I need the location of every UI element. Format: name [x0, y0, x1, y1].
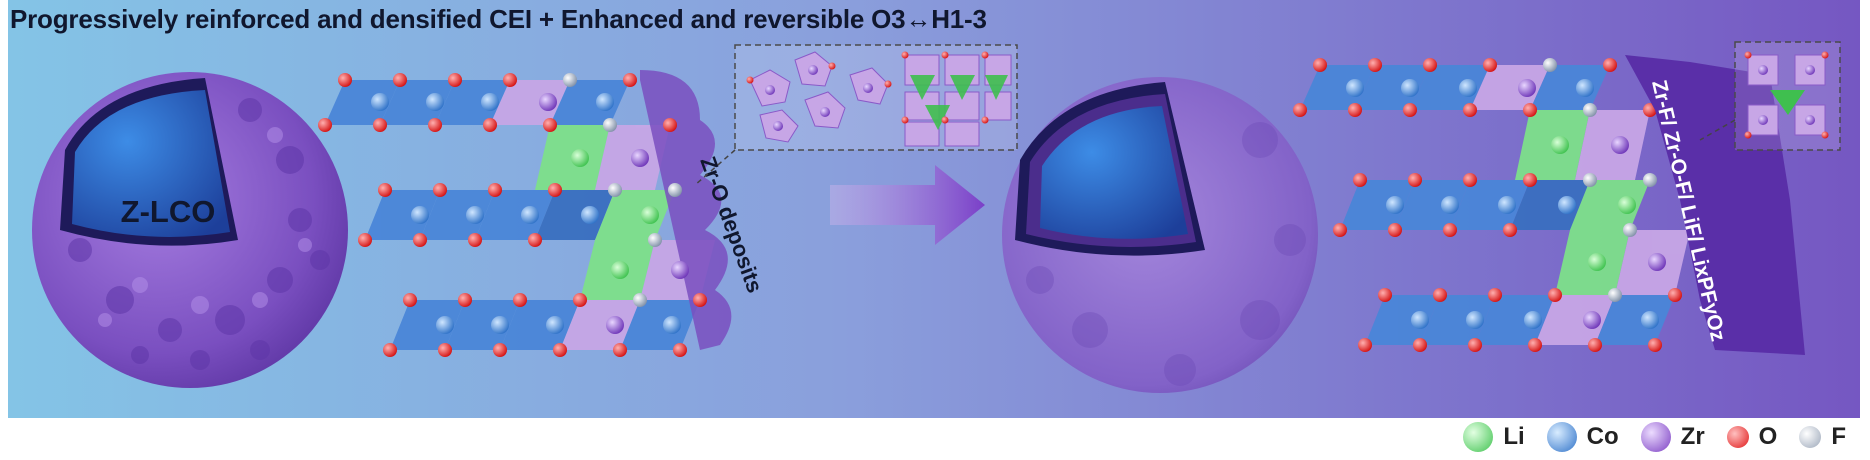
- transition-arrow: [830, 165, 985, 245]
- legend-label-f: F: [1831, 423, 1846, 450]
- atom-legend: Li Co Zr O F: [1463, 422, 1846, 452]
- legend-item-zr: Zr: [1640, 422, 1705, 452]
- li-atom-icon: [1463, 422, 1494, 452]
- inset-structure-left: [734, 44, 1018, 151]
- legend-item-co: Co: [1546, 422, 1619, 452]
- legend-item-f: F: [1799, 423, 1846, 451]
- left-lattice: [318, 70, 732, 357]
- page-title: Progressively reinforced and densified C…: [10, 4, 987, 34]
- co-atom-icon: [1546, 422, 1577, 452]
- legend-label-o: O: [1758, 423, 1778, 450]
- o-atom-icon: [1726, 426, 1749, 448]
- right-lattice: [1293, 58, 1690, 352]
- legend-item-li: Li: [1463, 422, 1525, 452]
- left-particle: [32, 72, 348, 388]
- inset-pointer-right: [1699, 119, 1736, 141]
- inset-structure-right: [1734, 41, 1841, 151]
- f-atom-icon: [1799, 426, 1822, 448]
- left-particle-label: Z-LCO: [121, 194, 216, 229]
- zr-atom-icon: [1640, 422, 1671, 452]
- legend-label-zr: Zr: [1680, 423, 1705, 450]
- legend-label-co: Co: [1586, 423, 1619, 450]
- right-particle: [1002, 77, 1318, 393]
- legend-item-o: O: [1726, 423, 1778, 451]
- legend-label-li: Li: [1503, 423, 1525, 450]
